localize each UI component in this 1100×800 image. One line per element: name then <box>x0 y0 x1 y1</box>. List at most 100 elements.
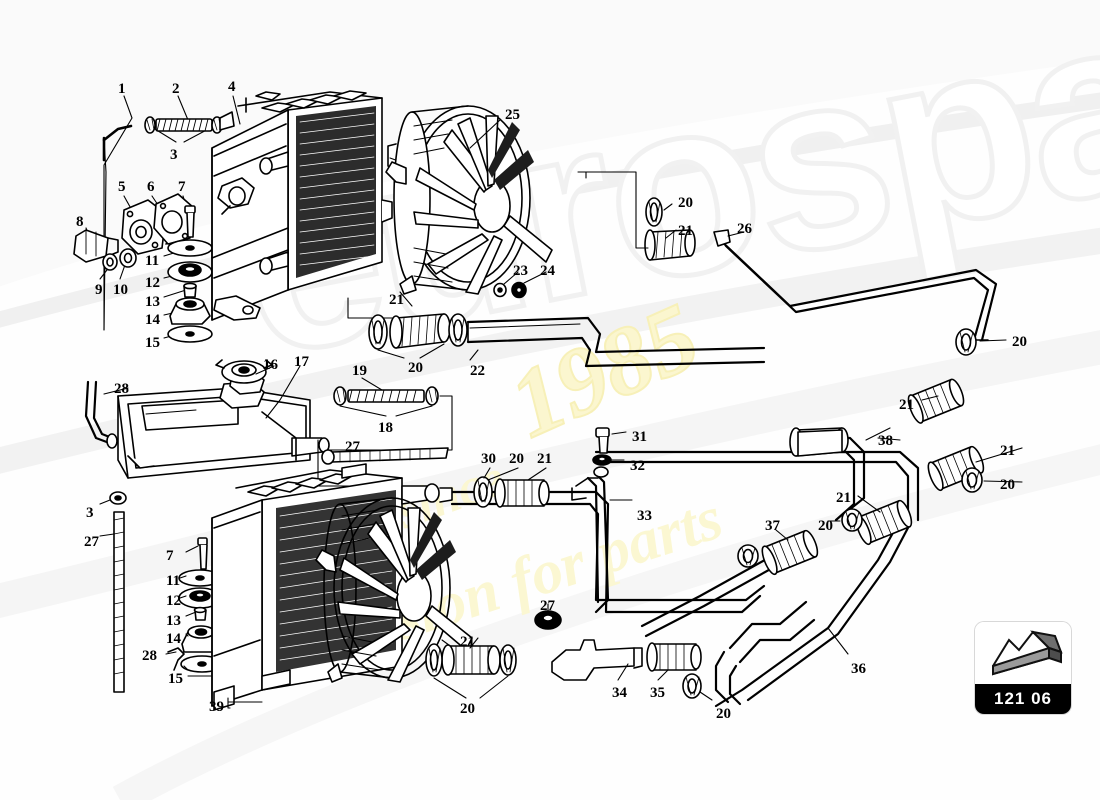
part-1-rod <box>102 124 133 331</box>
part-15-washer <box>167 325 213 343</box>
part-3-ferrule-left <box>144 116 156 134</box>
callout-10: 10 <box>113 282 128 298</box>
callout-3: 3 <box>86 505 94 521</box>
part-22-hose <box>466 316 766 368</box>
callout-21: 21 <box>537 451 552 467</box>
part-4-oil-cooler <box>211 90 397 321</box>
part-21-hose-bottom <box>441 644 501 676</box>
part-17-expansion-tank <box>117 359 330 479</box>
part-32-washer <box>592 454 612 466</box>
part-37-hose <box>737 529 819 576</box>
part-20-clamp-f <box>841 508 863 532</box>
callout-12: 12 <box>145 275 160 291</box>
part-20-clamp-e <box>961 467 983 493</box>
callout-20: 20 <box>716 706 731 722</box>
callout-16: 16 <box>263 357 278 373</box>
callout-20: 20 <box>678 195 693 211</box>
part-20-clamp-i <box>499 644 517 676</box>
lower-right-hose <box>714 600 816 706</box>
part-21-hose-a <box>389 313 451 349</box>
part-21-hose-b <box>644 229 696 261</box>
part-21-hose-mid <box>494 478 550 508</box>
callout-38: 38 <box>878 433 893 449</box>
part-20-clamp-c <box>645 197 663 227</box>
part-27-grommet <box>534 610 562 630</box>
callout-9: 9 <box>95 282 103 298</box>
callout-7: 7 <box>166 548 174 564</box>
callout-28: 28 <box>114 381 129 397</box>
part-27-strip-diagonal <box>321 447 449 465</box>
callout-20: 20 <box>460 701 475 717</box>
callout-13: 13 <box>145 294 160 310</box>
callout-33: 33 <box>637 508 652 524</box>
callout-14: 14 <box>145 312 160 328</box>
part-23-washer <box>493 282 507 298</box>
part-35-sleeve <box>646 642 702 672</box>
part-11-washer <box>167 239 213 257</box>
callout-19: 19 <box>352 363 367 379</box>
callout-35: 35 <box>650 685 665 701</box>
callout-20: 20 <box>509 451 524 467</box>
callout-20: 20 <box>818 518 833 534</box>
part-group-badge: 121 06 <box>975 622 1071 714</box>
part-20-clamp-b <box>448 313 468 347</box>
callout-21: 21 <box>836 490 851 506</box>
callout-4: 4 <box>228 79 236 95</box>
callout-25: 25 <box>505 107 520 123</box>
part-13-spacer-lower <box>193 606 207 621</box>
callout-6: 6 <box>147 179 155 195</box>
callout-8: 8 <box>76 214 84 230</box>
callout-15: 15 <box>168 671 183 687</box>
callout-14: 14 <box>166 631 181 647</box>
part-18-ferrule-right <box>425 386 439 406</box>
part-39-radiator <box>211 463 453 711</box>
part-2-threaded-rod <box>155 118 213 132</box>
callout-23: 23 <box>513 263 528 279</box>
part-24-nut <box>511 281 527 299</box>
callout-22: 22 <box>470 363 485 379</box>
callout-5: 5 <box>118 179 126 195</box>
callout-3: 3 <box>170 147 178 163</box>
callout-31: 31 <box>632 429 647 445</box>
part-group-icon <box>975 622 1071 684</box>
callout-21: 21 <box>460 634 475 650</box>
part-28-hose-upper <box>84 380 118 449</box>
callout-27: 27 <box>84 534 99 550</box>
part-31-bolt <box>595 427 610 454</box>
part-25-fan-assembly <box>385 105 553 295</box>
callout-34: 34 <box>612 685 627 701</box>
callout-27: 27 <box>345 439 360 455</box>
part-21-hose-c <box>907 378 965 424</box>
callout-30: 30 <box>481 451 496 467</box>
part-20-clamp-h <box>425 643 443 677</box>
part-9-nut <box>102 253 118 271</box>
callout-39: 39 <box>209 699 224 715</box>
part-13-spacer <box>183 282 197 298</box>
part-12-bushing <box>167 261 213 283</box>
part-27-strip-left <box>113 511 125 693</box>
callout-20: 20 <box>408 360 423 376</box>
callout-26: 26 <box>737 221 752 237</box>
part-group-number: 121 06 <box>975 684 1071 714</box>
callout-36: 36 <box>851 661 866 677</box>
callout-11: 11 <box>145 253 160 269</box>
callout-28: 28 <box>142 648 157 664</box>
callout-20: 20 <box>1012 334 1027 350</box>
part-20-clamp-a <box>368 314 388 350</box>
callout-2: 2 <box>172 81 180 97</box>
part-28-clip <box>167 647 185 671</box>
callout-18: 18 <box>378 420 393 436</box>
part-14-mount <box>169 297 211 325</box>
callout-20: 20 <box>1000 477 1015 493</box>
callout-12: 12 <box>166 593 181 609</box>
callout-21: 21 <box>389 292 404 308</box>
part-6-gasket <box>153 193 195 245</box>
callout-21: 21 <box>678 223 693 239</box>
callout-24: 24 <box>540 263 555 279</box>
part-20-clamp-g <box>737 544 759 568</box>
callout-32: 32 <box>630 458 645 474</box>
callout-17: 17 <box>294 354 309 370</box>
part-3-ring <box>109 491 127 505</box>
